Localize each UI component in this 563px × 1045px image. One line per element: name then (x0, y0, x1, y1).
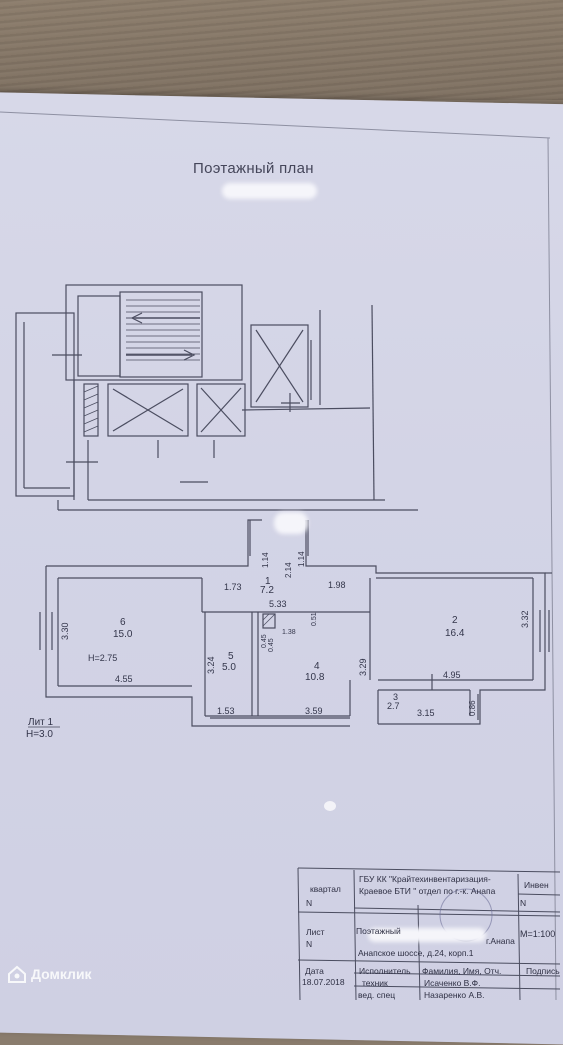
floor-plan-drawing: 6 15.0 Н=2.75 5 5.0 4 10.8 2 16.4 3 2.7 … (0, 111, 561, 1000)
dim-1-98: 1.98 (328, 580, 346, 590)
dim-3-32: 3.32 (520, 610, 530, 628)
room-5-area: 5.0 (222, 662, 236, 673)
sheet-frame (0, 111, 557, 1000)
date-value: 18.07.2018 (302, 977, 345, 987)
dim-3-24: 3.24 (206, 656, 216, 674)
plan-title: Поэтажный план (193, 160, 314, 177)
domclick-brand: Домклик (31, 966, 92, 982)
redacted-mark-top (274, 512, 308, 534)
room-6-height: Н=2.75 (88, 653, 117, 663)
dim-1-73: 1.73 (224, 582, 242, 592)
dim-3-59: 3.59 (305, 706, 323, 716)
redacted-subtitle (222, 183, 317, 199)
stamp-table (297, 867, 561, 1000)
room-5-number: 5 (228, 651, 234, 662)
room-2-area: 16.4 (445, 628, 465, 639)
org-line-1: ГБУ КК "Крайтехинвентаризация- (359, 874, 491, 884)
room-1-number: 1 (265, 576, 271, 587)
dim-0-86: 0.86 (468, 700, 477, 716)
address-city: г.Анапа (486, 936, 515, 946)
white-dot (324, 801, 336, 811)
dim-0-51: 0.51 (311, 612, 318, 626)
stair-block (65, 284, 243, 381)
dim-1-38: 1.38 (282, 629, 296, 636)
fio-2: Назаренко А.В. (424, 990, 485, 1000)
list-label: Лист (306, 927, 325, 937)
role-technician: техник (362, 978, 388, 988)
left-balcony (15, 312, 75, 497)
litera-height: Н=3.0 (26, 729, 53, 740)
room-4-number: 4 (314, 661, 320, 672)
dim-4-55: 4.55 (115, 674, 133, 684)
room-3-area: 2.7 (387, 701, 400, 711)
fio-label: Фамилия, Имя, Отч. (422, 966, 502, 976)
signature-label: Подпись (526, 966, 560, 976)
date-label: Дата (305, 966, 324, 976)
dim-3-30: 3.30 (60, 622, 70, 640)
address-line: Анапское шоссе, д.24, корп.1 (358, 948, 474, 958)
dimension-labels: 1.73 1.98 5.33 4.55 4.95 1.53 3.59 3.15 … (60, 551, 530, 718)
inventory-number: N (520, 898, 527, 908)
role-lead-specialist: вед. спец (358, 990, 396, 1000)
role-executor: Исполнитель (359, 966, 411, 976)
room-2-number: 2 (452, 615, 458, 626)
room-labels: 6 15.0 Н=2.75 5 5.0 4 10.8 2 16.4 3 2.7 … (88, 576, 465, 711)
room-6-area: 15.0 (113, 629, 133, 640)
wood-table-background (0, 0, 563, 100)
dim-0-45-b: 0.45 (268, 638, 275, 652)
litera-label: Лит 1 (28, 717, 54, 728)
redacted-address (368, 928, 486, 942)
kvartal-number: N (306, 898, 313, 908)
kvartal-label: квартал (310, 884, 341, 894)
dim-3-29: 3.29 (358, 658, 368, 676)
dim-1-14-a: 1.14 (261, 552, 270, 568)
room-4-area: 10.8 (305, 672, 325, 683)
elevator-shaft-1 (107, 383, 189, 437)
inventory-label: Инвен (524, 880, 549, 890)
dim-3-15: 3.15 (417, 708, 435, 718)
scale-label: М=1:100 (520, 929, 556, 939)
house-icon (8, 965, 26, 983)
dim-5-33: 5.33 (269, 599, 287, 609)
dim-0-45-a: 0.45 (261, 634, 268, 648)
plan-prefix: Поэтажный (356, 926, 401, 936)
list-number: N (306, 939, 313, 949)
org-line-2: Краевое БТИ " отдел по г.-к. Анапа (359, 886, 496, 896)
elevator-shaft-3 (250, 324, 309, 408)
dim-1-14-b: 1.14 (297, 551, 306, 567)
dim-2-14: 2.14 (284, 562, 293, 578)
dim-4-95: 4.95 (443, 670, 461, 680)
room-1-area: 7.2 (260, 585, 274, 596)
room-3-number: 3 (393, 692, 398, 702)
domclick-logo: Домклик (7, 965, 92, 983)
building-walls (15, 284, 552, 727)
dim-1-53: 1.53 (217, 706, 235, 716)
fio-1: Исаченко В.Ф. (424, 978, 481, 988)
room-6-number: 6 (120, 617, 126, 628)
